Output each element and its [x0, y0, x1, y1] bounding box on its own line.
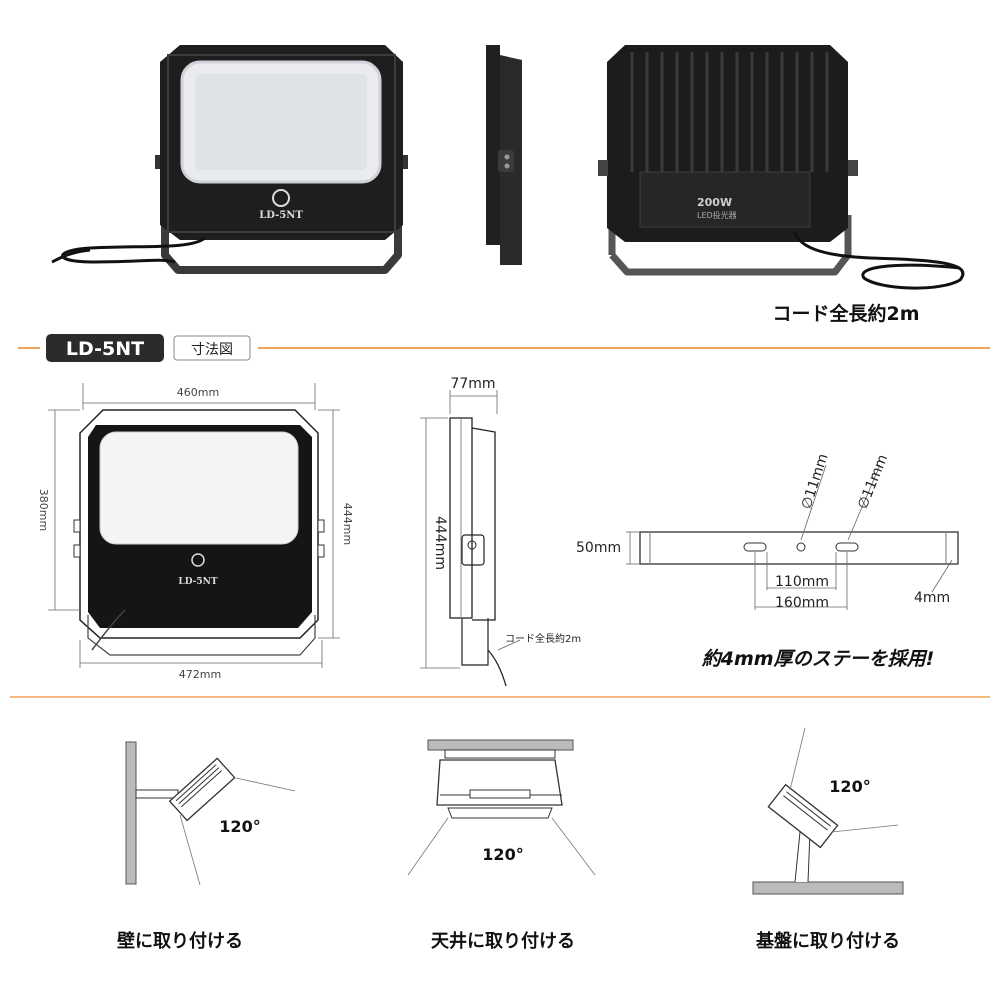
side-outline	[449, 417, 507, 687]
back-product-label: LED投光器	[697, 210, 737, 220]
cord-length-caption: コード全長約2m	[772, 302, 919, 325]
dim-side-height: 444mm	[432, 516, 448, 570]
dim-hole-1: ∅11mm	[799, 452, 832, 511]
model-badge	[46, 334, 164, 362]
dimension-title: 寸法図	[191, 342, 233, 358]
base-caption: 基盤に取り付ける	[755, 930, 900, 952]
model-badge-text: LD-5NT	[66, 338, 144, 360]
dim-cord-side: コード全長約2m	[505, 632, 581, 645]
dim-width-bottom: 472mm	[179, 668, 221, 681]
wall-angle: 120°	[219, 817, 260, 836]
ceiling-mount-illustration	[407, 739, 596, 876]
base-mount-illustration	[752, 727, 904, 895]
stay-note: 約4mm厚のステーを採用!	[702, 648, 934, 670]
back-view: 200W LED投光器	[598, 45, 965, 290]
dim-thickness: 4mm	[914, 590, 950, 606]
side-view	[486, 45, 522, 265]
outline-logo-icon	[191, 553, 205, 567]
dim-width-top: 460mm	[177, 386, 219, 399]
section-header: LD-5NT 寸法図	[18, 334, 990, 362]
dim-height-right: 444mm	[341, 503, 354, 545]
wall-caption: 壁に取り付ける	[117, 930, 243, 952]
ceiling-angle: 120°	[482, 845, 523, 864]
front-model-label: LD-5NT	[259, 210, 303, 221]
outline-model-label: LD-5NT	[178, 577, 218, 587]
dim-depth: 77mm	[450, 376, 495, 392]
ceiling-caption: 天井に取り付ける	[431, 930, 575, 952]
stay-detail	[639, 531, 959, 565]
front-outline	[73, 409, 325, 656]
brand-logo-icon	[272, 189, 290, 207]
wall-mount-illustration	[125, 741, 296, 886]
dim-span-inner: 110mm	[775, 574, 829, 590]
base-angle: 120°	[829, 777, 870, 796]
dim-stay-height: 50mm	[576, 540, 621, 556]
back-wattage-label: 200W	[697, 196, 732, 209]
dim-span-outer: 160mm	[775, 595, 829, 611]
dim-height-left: 380mm	[37, 489, 50, 531]
front-view: LD-5NT	[51, 45, 408, 274]
dim-hole-2: ∅11mm	[855, 452, 891, 511]
